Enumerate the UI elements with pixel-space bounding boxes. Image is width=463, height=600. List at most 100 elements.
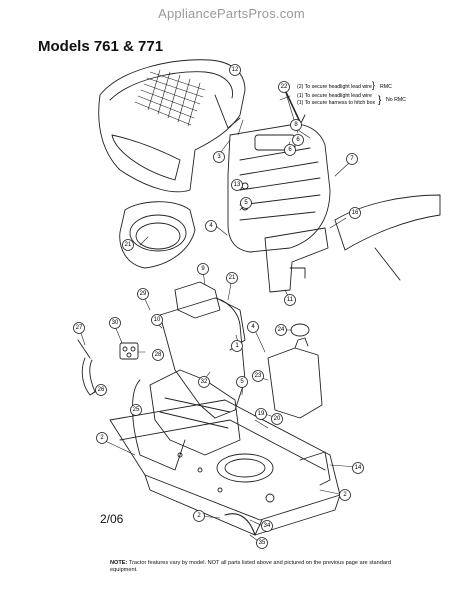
callout-no-rmc: No RMC — [386, 97, 406, 103]
part-callout-30: 30 — [109, 317, 121, 329]
callout-number: 13 — [234, 182, 241, 188]
part-callout-27: 27 — [73, 322, 85, 334]
callout-number: 6 — [296, 137, 300, 143]
part-callout-26: 26 — [95, 384, 107, 396]
part-callout-23: 23 — [252, 370, 264, 382]
callout-circle — [278, 81, 290, 93]
callout-number: 4 — [209, 223, 213, 229]
part-callout-11: 11 — [284, 294, 296, 306]
callout-number: 9 — [201, 266, 205, 272]
callout-number: 20 — [274, 416, 281, 422]
part-callout-25: 25 — [130, 404, 142, 416]
callout-circle — [346, 153, 358, 165]
callout-number: 7 — [350, 156, 354, 162]
callout-circle — [252, 370, 264, 382]
bracket-9 — [174, 281, 221, 319]
callout-number: 26 — [98, 387, 105, 393]
callout-circle — [122, 239, 134, 251]
callout-number: 14 — [355, 465, 362, 471]
bracket-11 — [264, 227, 329, 293]
callout-circle — [193, 510, 205, 522]
callout-circle — [95, 384, 107, 396]
bracket-14 — [299, 451, 331, 486]
callout-line-1: (2) To secure headlight lead wire — [297, 84, 372, 90]
callout-circle — [213, 151, 225, 163]
callout-circle — [256, 537, 268, 549]
callout-circle — [349, 207, 361, 219]
lift-handle — [81, 357, 96, 396]
part-callout-1: 1 — [231, 340, 243, 352]
callout-number: 28 — [155, 352, 162, 358]
callout-circle — [226, 272, 238, 284]
callout-circle — [197, 263, 209, 275]
part-callout-20: 20 — [271, 413, 283, 425]
callout-line-3: (1) To secure harness to hitch box — [297, 100, 375, 106]
callout-circle — [261, 520, 273, 532]
part-callout-19: 19 — [255, 408, 267, 420]
callout-circle — [240, 197, 252, 209]
callout-number: 5 — [244, 200, 248, 206]
callout-number: 6 — [288, 147, 292, 153]
callout-number: 2 — [100, 435, 104, 441]
callout-circle — [109, 317, 121, 329]
part-callout-16: 16 — [349, 207, 361, 219]
callout-number: 1 — [235, 343, 239, 349]
callout-number: 12 — [232, 67, 239, 73]
part-callout-35: 35 — [256, 537, 268, 549]
callout-number: 10 — [154, 317, 161, 323]
part-callout-2: 2 — [96, 432, 108, 444]
hood — [98, 59, 246, 193]
callout-number: 35 — [259, 540, 266, 546]
part-callout-4: 4 — [205, 220, 217, 232]
callout-circle — [130, 404, 142, 416]
callout-number: 22 — [281, 84, 288, 90]
part-callout-21: 21 — [226, 272, 238, 284]
part-callout-32: 32 — [198, 376, 210, 388]
callout-number: 4 — [251, 324, 255, 330]
brace-no-rmc: } — [378, 95, 382, 106]
callout-number: 2 — [197, 513, 201, 519]
part-callout-4: 4 — [247, 321, 259, 333]
callout-circle — [247, 321, 259, 333]
callout-line-2: (1) To secure headlight lead wire — [297, 93, 372, 99]
fuel-tank — [267, 323, 323, 419]
watermark: AppliancePartsPros.com — [158, 6, 305, 21]
callout-circle — [137, 288, 149, 300]
part-callout-21: 21 — [122, 239, 134, 251]
footer-note: NOTE: Tractor features vary by model. NO… — [110, 560, 420, 574]
callout-number: 21 — [125, 242, 132, 248]
dash-bracket — [119, 201, 196, 269]
note-text: Tractor features vary by model. NOT all … — [110, 560, 391, 573]
part-callout-13: 13 — [231, 179, 243, 191]
callout-circle — [231, 179, 243, 191]
callout-circle — [284, 144, 296, 156]
part-callout-22: 22 — [278, 81, 290, 93]
callout-circle — [290, 119, 302, 131]
callout-number: 25 — [133, 407, 140, 413]
part-callout-3: 3 — [213, 151, 225, 163]
part-callout-12: 12 — [229, 64, 241, 76]
part-callout-2: 2 — [193, 510, 205, 522]
switch-27 — [119, 342, 139, 360]
callout-circle — [271, 413, 283, 425]
grille — [227, 114, 331, 253]
callout-circle — [339, 489, 351, 501]
callout-number: 21 — [229, 275, 236, 281]
callout-number: 8 — [294, 122, 298, 128]
part-callout-9: 9 — [197, 263, 209, 275]
callout-number: 29 — [140, 291, 147, 297]
callout-note: (2) To secure headlight lead wire } RMC … — [297, 80, 406, 106]
callout-number: 34 — [264, 523, 271, 529]
callout-number: 16 — [352, 210, 359, 216]
part-callout-24: 24 — [275, 324, 287, 336]
part-callout-6: 6 — [284, 144, 296, 156]
callout-number: 30 — [112, 320, 119, 326]
revision-date: 2/06 — [100, 512, 124, 526]
callout-number: 2 — [343, 492, 347, 498]
brace-rmc: } — [372, 80, 375, 90]
part-callout-14: 14 — [352, 462, 364, 474]
callout-circle — [229, 64, 241, 76]
part-callout-2: 2 — [339, 489, 351, 501]
part-callout-5: 5 — [240, 197, 252, 209]
